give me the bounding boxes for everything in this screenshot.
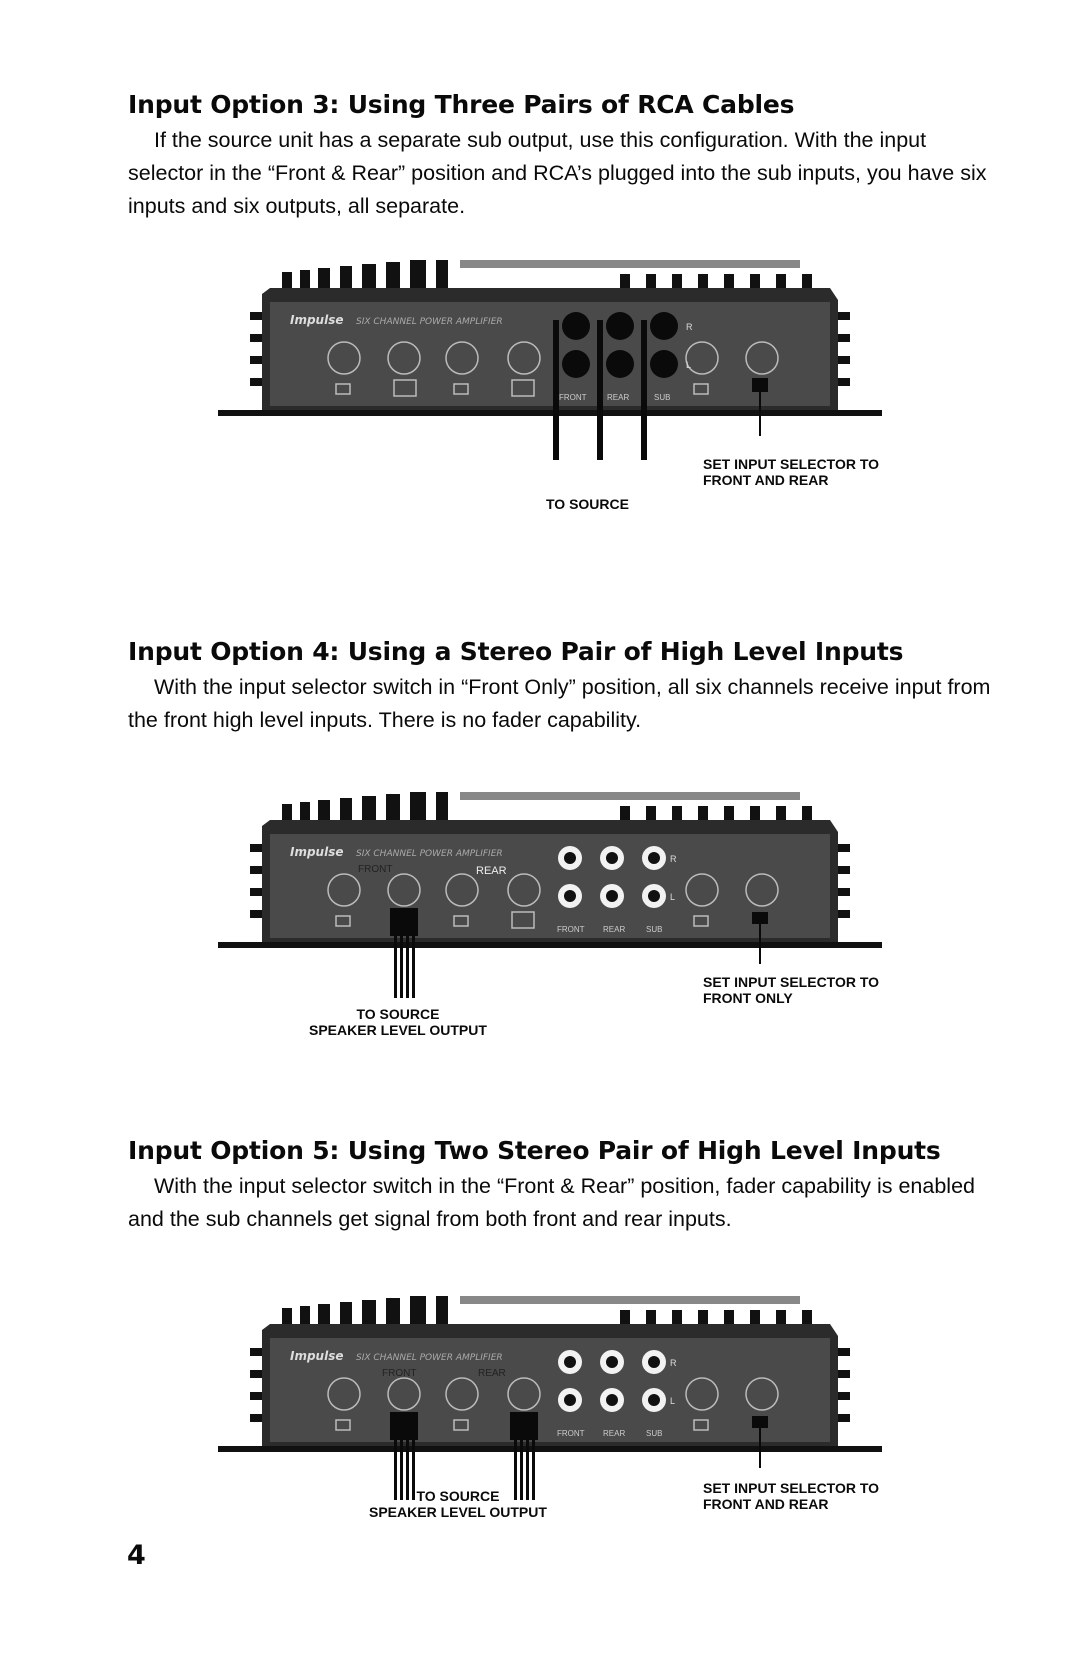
level-label-front: FRONT (382, 1368, 416, 1379)
option-5-heading: Input Option 5: Using Two Stereo Pair of… (128, 1136, 941, 1165)
input-label-sub: SUB (646, 925, 662, 934)
jack-label-r: R (686, 322, 693, 332)
level-label-front: FRONT (358, 864, 392, 875)
option-5-source-callout: TO SOURCE SPEAKER LEVEL OUTPUT (369, 1488, 547, 1520)
input-label-front: FRONT (559, 393, 587, 402)
option-3-diagram: Impulse SIX CHANNEL POWER AMPLIFIER R L … (0, 260, 1080, 520)
option-5-body: With the input selector switch in the “F… (128, 1174, 975, 1231)
option-4-section: Input Option 4: Using a Stereo Pair of H… (128, 635, 998, 737)
option-4-source-callout: TO SOURCE SPEAKER LEVEL OUTPUT (309, 1006, 487, 1038)
option-4-selector-callout: SET INPUT SELECTOR TO FRONT ONLY (703, 974, 880, 1006)
option-5-selector-callout: SET INPUT SELECTOR TO FRONT AND REAR (703, 1480, 880, 1512)
amplifier-illustration: Impulse SIX CHANNEL POWER AMPLIFIER FRON… (218, 1296, 882, 1500)
model-label: SIX CHANNEL POWER AMPLIFIER (356, 849, 503, 859)
amplifier-illustration: Impulse SIX CHANNEL POWER AMPLIFIER FRON… (218, 792, 882, 998)
option-3-section: Input Option 3: Using Three Pairs of RCA… (128, 88, 998, 223)
jack-label-l: L (670, 1396, 675, 1406)
option-5-section: Input Option 5: Using Two Stereo Pair of… (128, 1134, 998, 1236)
level-label-rear: REAR (476, 865, 507, 877)
option-3-heading: Input Option 3: Using Three Pairs of RCA… (128, 90, 795, 119)
jack-label-l: L (686, 360, 691, 370)
input-label-sub: SUB (654, 393, 670, 402)
amplifier-illustration: Impulse SIX CHANNEL POWER AMPLIFIER R L … (218, 260, 882, 460)
brand-label: Impulse (290, 845, 344, 859)
brand-label: Impulse (290, 1349, 344, 1363)
input-label-sub: SUB (646, 1429, 662, 1438)
input-label-front: FRONT (557, 925, 585, 934)
brand-label: Impulse (290, 313, 344, 327)
option-3-body: If the source unit has a separate sub ou… (128, 128, 987, 218)
input-label-rear: REAR (603, 1429, 625, 1438)
level-label-rear: REAR (478, 1368, 506, 1379)
input-label-rear: REAR (607, 393, 629, 402)
model-label: SIX CHANNEL POWER AMPLIFIER (356, 1353, 503, 1363)
jack-label-r: R (670, 854, 677, 864)
page-number: 4 (127, 1540, 146, 1571)
input-label-front: FRONT (557, 1429, 585, 1438)
model-label: SIX CHANNEL POWER AMPLIFIER (356, 317, 503, 327)
option-4-body: With the input selector switch in “Front… (128, 675, 991, 732)
option-4-diagram: Impulse SIX CHANNEL POWER AMPLIFIER FRON… (0, 784, 1080, 1044)
jack-label-l: L (670, 892, 675, 902)
option-5-diagram: Impulse SIX CHANNEL POWER AMPLIFIER FRON… (0, 1296, 1080, 1546)
option-3-source-callout: TO SOURCE (546, 496, 629, 512)
option-4-heading: Input Option 4: Using a Stereo Pair of H… (128, 637, 904, 666)
option-3-selector-callout: SET INPUT SELECTOR TO FRONT AND REAR (703, 456, 880, 488)
jack-label-r: R (670, 1358, 677, 1368)
input-label-rear: REAR (603, 925, 625, 934)
